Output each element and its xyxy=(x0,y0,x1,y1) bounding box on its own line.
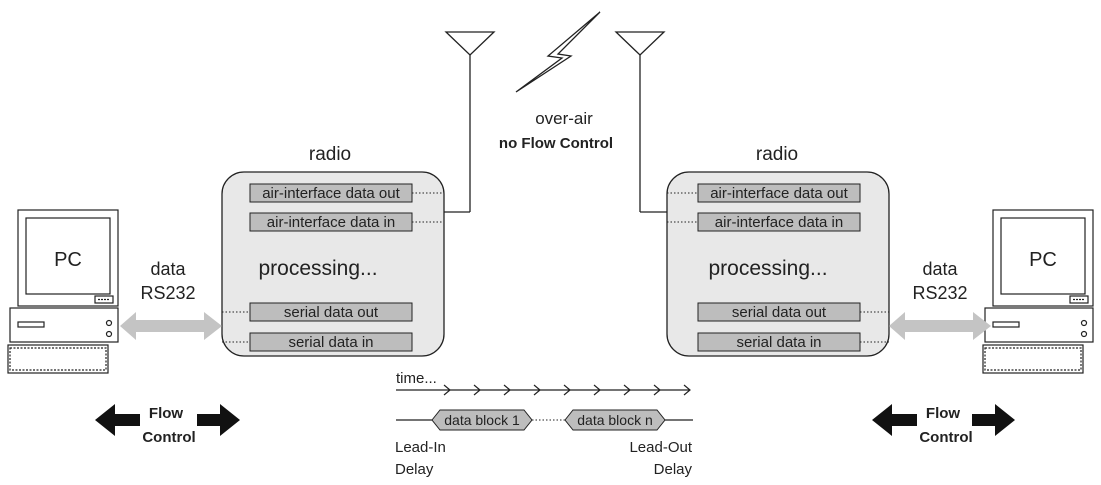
lead-in-line2: Delay xyxy=(395,461,434,478)
radio-left-row-air-in-label: air-interface data in xyxy=(267,214,395,231)
antenna-left xyxy=(444,31,496,213)
radio-right-row-air-out xyxy=(697,183,861,203)
no-flow-control-label: no Flow Control xyxy=(499,135,613,152)
pc-right-icon xyxy=(982,209,1094,374)
rs232-left-name: RS232 xyxy=(140,283,195,303)
data-block-n-label: data block n xyxy=(577,412,653,428)
rs232-left-data: data xyxy=(150,259,186,279)
over-air-label: over-air xyxy=(535,109,593,128)
flow-right-arrow-icon xyxy=(197,404,240,436)
flow-control-left-line2: Control xyxy=(142,429,195,446)
radio-right-dotted-leaders xyxy=(667,192,889,343)
antenna-right xyxy=(614,31,667,213)
pc-right-label: PC xyxy=(1029,249,1057,271)
flow-control-left-line1: Flow xyxy=(149,405,183,422)
radio-left-row-air-out-label: air-interface data out xyxy=(262,185,400,202)
radio-right-processing: processing... xyxy=(708,257,827,280)
radio-left-title: radio xyxy=(309,144,351,165)
radio-link-bolt-icon xyxy=(515,11,601,93)
radio-left-processing: processing... xyxy=(258,257,377,280)
radio-right-row-air-in xyxy=(697,212,861,232)
pc-left-label: PC xyxy=(54,249,82,271)
radio-left-row-serial-in xyxy=(249,332,413,352)
flow-right-arrow-icon xyxy=(972,404,1015,436)
time-label: time... xyxy=(396,370,437,387)
data-block-1-label: data block 1 xyxy=(444,412,520,428)
flow-left-arrow-icon xyxy=(872,404,917,436)
radio-right-row-air-out-label: air-interface data out xyxy=(710,185,848,202)
radio-left-row-serial-out-label: serial data out xyxy=(284,304,379,321)
radio-left-row-serial-in-label: serial data in xyxy=(288,334,373,351)
lead-in-line1: Lead-In xyxy=(395,439,446,456)
radio-left-dotted-leaders xyxy=(222,192,444,343)
radio-right-row-serial-out-label: serial data out xyxy=(732,304,827,321)
radio-left-row-serial-out xyxy=(249,302,413,322)
flow-control-right-line2: Control xyxy=(919,429,972,446)
flow-control-right xyxy=(872,404,1015,436)
pc-left-icon xyxy=(7,209,119,374)
lead-out-line1: Lead-Out xyxy=(629,439,692,456)
rs232-left-arrow xyxy=(120,312,222,340)
rs232-right-arrow xyxy=(889,312,991,340)
time-axis-chevrons xyxy=(443,384,691,396)
radio-right-row-air-in-label: air-interface data in xyxy=(715,214,843,231)
rs232-right-data: data xyxy=(922,259,958,279)
radio-right-row-serial-in-label: serial data in xyxy=(736,334,821,351)
flow-control-right-line1: Flow xyxy=(926,405,960,422)
lead-out-line2: Delay xyxy=(654,461,693,478)
radio-right-title: radio xyxy=(756,144,798,165)
flow-control-left xyxy=(95,404,240,436)
rs232-right-name: RS232 xyxy=(912,283,967,303)
flow-left-arrow-icon xyxy=(95,404,140,436)
